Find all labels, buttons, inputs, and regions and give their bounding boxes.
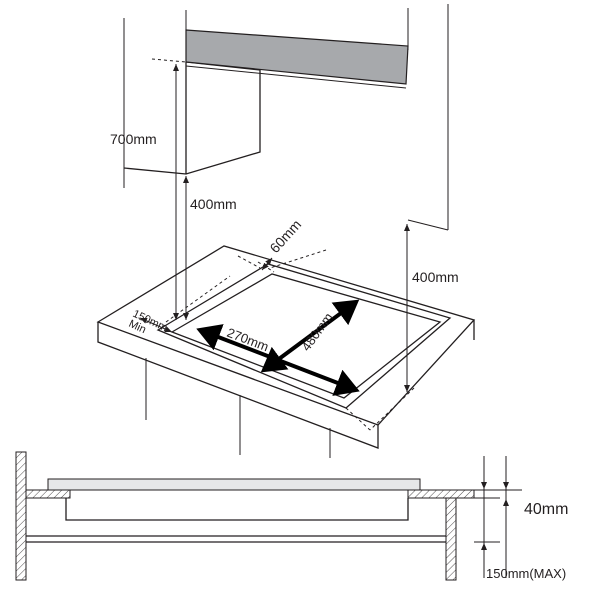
right-counter-section [407,489,475,499]
cutout-width-arrow [260,299,360,373]
label-150mm-max: 150mm(MAX) [486,566,566,581]
wall-line-right-foot [407,219,449,231]
cross-section-view: 40mm 150mm(MAX) [15,451,568,581]
label-700mm: 700mm [110,131,157,147]
label-60mm: 60mm [266,216,304,256]
right-support-section [445,497,457,581]
range-hood [185,29,409,85]
left-counter-section [25,489,71,499]
hob-body [65,498,409,521]
wall-cabinet [123,61,261,175]
left-wall-section [15,451,27,581]
dim-60-line [261,257,273,271]
label-400mm-left: 400mm [190,196,237,212]
dim-150-line [139,317,173,333]
label-400mm-right: 400mm [412,269,459,285]
label-40mm: 40mm [524,501,568,518]
hob-glass-top [47,478,421,491]
perspective-view: 700mm 400mm 400mm 60mm 150mm Min 270mm 4… [96,4,476,458]
label-480mm: 480mm [298,310,336,354]
